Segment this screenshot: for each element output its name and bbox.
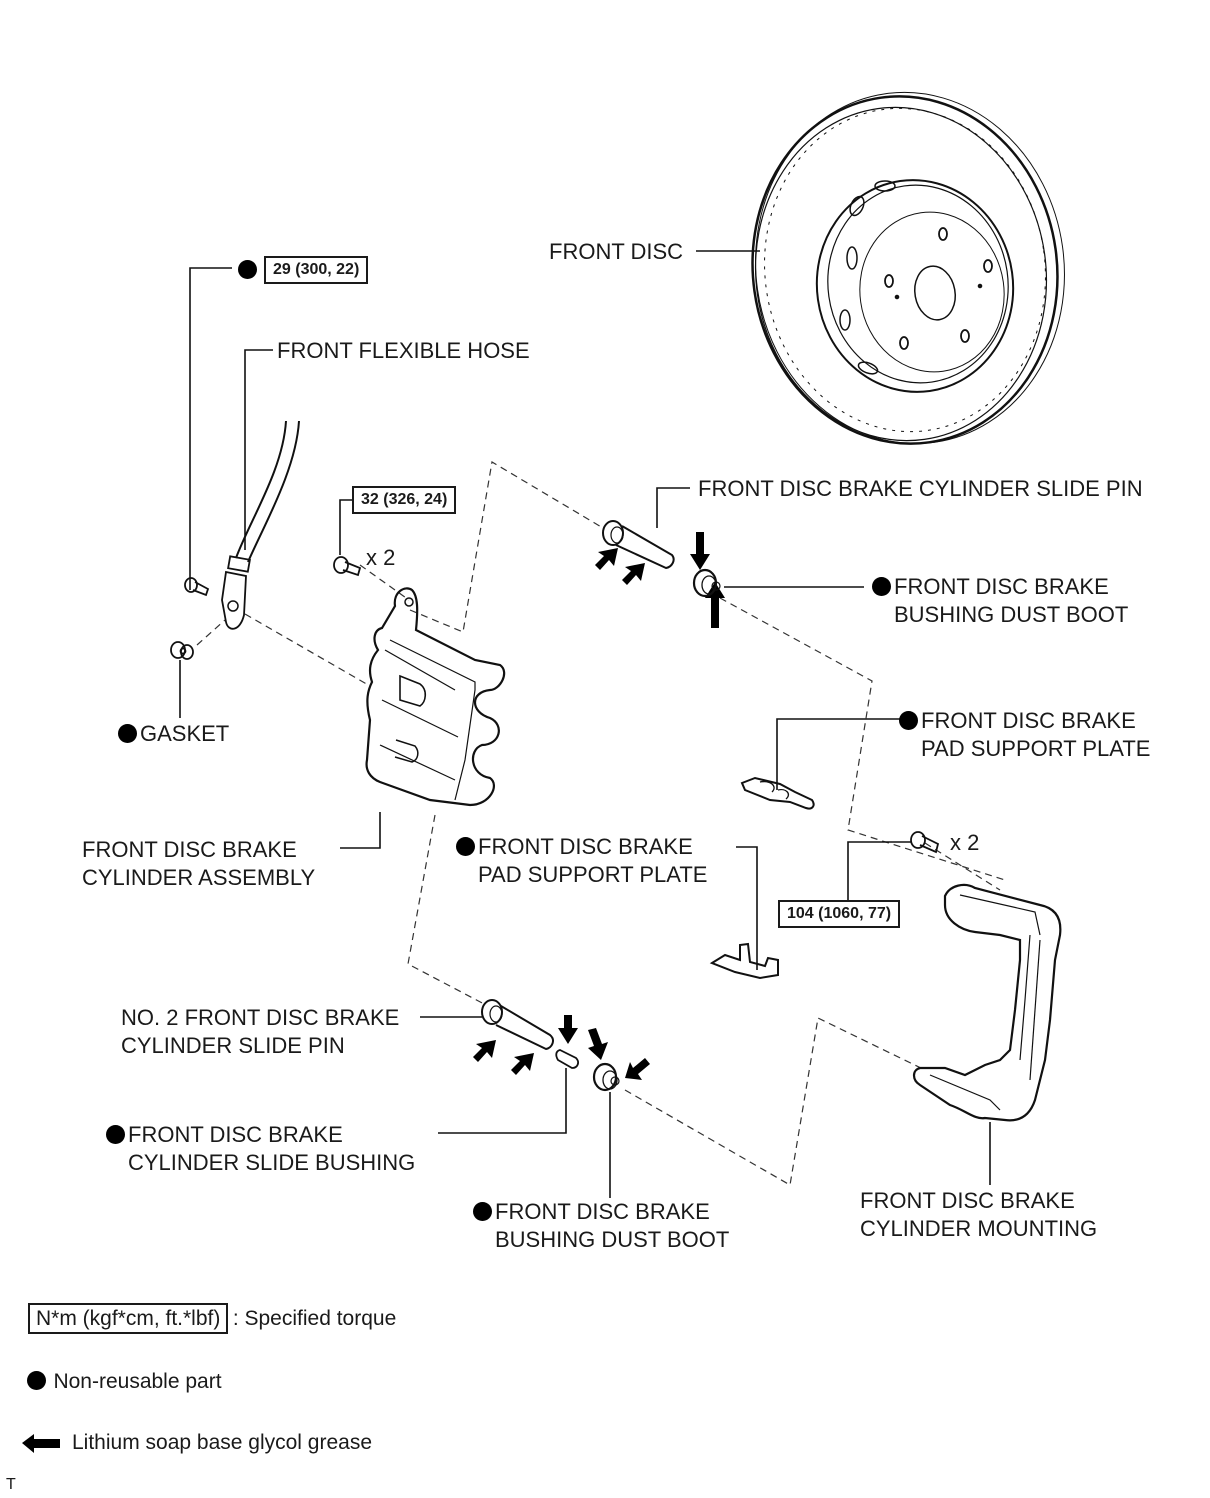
qty-mounting-bolt: x 2 [950, 830, 980, 855]
grease-arrows-lower [473, 1015, 650, 1080]
legend-non-reusable: Non-reusable part [27, 1367, 222, 1395]
legend-torque-box: N*m (kgf*cm, ft.*lbf) [28, 1303, 229, 1334]
label-bushing-dust-boot-upper: FRONT DISC BRAKE BUSHING DUST BOOT [872, 573, 1128, 629]
non-reusable-dot-icon [118, 724, 137, 743]
bushing-dust-boot-lower-part [592, 1062, 620, 1092]
cylinder-mounting-part [912, 883, 1062, 1122]
front-disc-part [751, 91, 1065, 445]
no2-slide-pin-part [481, 999, 554, 1051]
label-pad-support-plate-lower: FRONT DISC BRAKE PAD SUPPORT PLATE [456, 833, 707, 889]
grease-arrows-upper [595, 532, 725, 628]
gasket-part [170, 641, 194, 660]
legend-grease: Lithium soap base glycol grease [72, 1429, 372, 1456]
label-gasket: GASKET [118, 720, 229, 748]
non-reusable-dot-icon [872, 577, 891, 596]
corner-mark: T [6, 1476, 16, 1493]
label-front-flexible-hose: FRONT FLEXIBLE HOSE [277, 338, 530, 363]
non-reusable-dot-icon [238, 260, 257, 279]
legend-non-reusable-text: Non-reusable part [53, 1370, 222, 1393]
cylinder-assembly-part [365, 587, 506, 807]
bushing-dust-boot-upper-part [692, 568, 721, 598]
non-reusable-dot-icon [456, 837, 475, 856]
slide-pin-part [602, 520, 675, 570]
pad-support-plate-upper-part [740, 776, 815, 810]
legend-specified-torque: N*m (kgf*cm, ft.*lbf) : Specified torque [28, 1303, 396, 1334]
label-cylinder-mounting: FRONT DISC BRAKE CYLINDER MOUNTING [860, 1188, 1098, 1241]
label-no2-slide-pin: NO. 2 FRONT DISC BRAKE CYLINDER SLIDE PI… [121, 1005, 400, 1058]
non-reusable-dot-icon [106, 1125, 125, 1144]
legend-torque-text: : Specified torque [232, 1307, 397, 1330]
grease-arrow-legend-icon [22, 1434, 60, 1453]
non-reusable-dot-icon [899, 711, 918, 730]
cylinder-bolt-part [333, 556, 362, 577]
front-flexible-hose-part [221, 420, 300, 630]
legend-grease-text: Lithium soap base glycol grease [72, 1431, 373, 1454]
qty-cylinder-bolt: x 2 [366, 545, 396, 570]
torque-cylinder-bolt: 32 (326, 24) [352, 486, 457, 514]
slide-bushing-part [555, 1049, 579, 1069]
mounting-bolt-part [910, 831, 940, 854]
non-reusable-dot-icon [473, 1202, 492, 1221]
label-union-bolt-torque [238, 256, 260, 284]
label-front-disc: FRONT DISC [549, 239, 684, 264]
pad-support-plate-lower-part [709, 942, 779, 980]
label-cylinder-assembly: FRONT DISC BRAKE CYLINDER ASSEMBLY [82, 837, 316, 890]
union-bolt-part [184, 577, 210, 597]
torque-mounting-bolt: 104 (1060, 77) [778, 900, 901, 928]
label-pad-support-plate-upper: FRONT DISC BRAKE PAD SUPPORT PLATE [899, 707, 1150, 763]
non-reusable-dot-icon [27, 1371, 46, 1390]
label-bushing-dust-boot-lower: FRONT DISC BRAKE BUSHING DUST BOOT [473, 1198, 729, 1254]
torque-union-bolt: 29 (300, 22) [264, 256, 369, 284]
label-slide-pin: FRONT DISC BRAKE CYLINDER SLIDE PIN [698, 476, 1143, 501]
label-slide-bushing: FRONT DISC BRAKE CYLINDER SLIDE BUSHING [106, 1121, 415, 1177]
